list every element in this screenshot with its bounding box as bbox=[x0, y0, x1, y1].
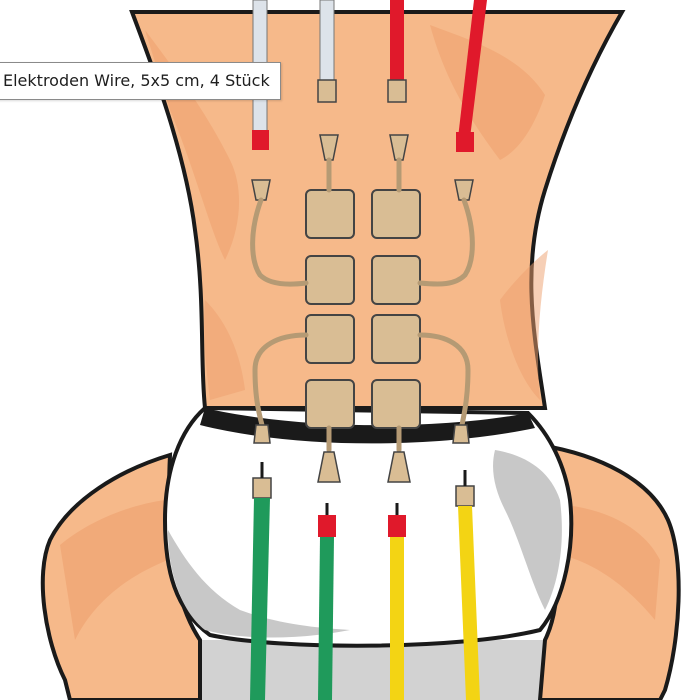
plug-bottom-2 bbox=[318, 515, 336, 537]
wire-bottom-4 bbox=[458, 506, 480, 700]
plug-bottom-3 bbox=[388, 515, 406, 537]
torso-shade-lower-left bbox=[204, 300, 245, 400]
seat bbox=[178, 640, 550, 700]
electrodes bbox=[305, 189, 421, 429]
right-thigh-shade bbox=[562, 505, 660, 620]
underwear-shade-left bbox=[168, 530, 350, 638]
plug-top-3 bbox=[387, 79, 407, 103]
torso-shade-right bbox=[430, 25, 545, 160]
wire-bottom-3 bbox=[390, 537, 404, 700]
waistband bbox=[200, 408, 535, 444]
electrode-pad-2 bbox=[371, 189, 421, 239]
electrode-pad-5 bbox=[305, 314, 355, 364]
plug-top-4 bbox=[456, 132, 474, 152]
electrode-pad-6 bbox=[371, 314, 421, 364]
wire-bottom-1 bbox=[250, 498, 270, 700]
electrode-pad-7 bbox=[305, 379, 355, 429]
electrode-pad-1 bbox=[305, 189, 355, 239]
underwear-shade-right bbox=[493, 450, 562, 610]
wire-top-3 bbox=[390, 0, 404, 80]
electrode-pad-8 bbox=[371, 379, 421, 429]
plug-top-1 bbox=[252, 130, 269, 150]
bottom-wires bbox=[250, 462, 480, 700]
wire-top-2 bbox=[319, 0, 335, 81]
wire-top-4 bbox=[458, 0, 487, 138]
plug-bottom-1 bbox=[252, 477, 272, 499]
electrode-pad-3 bbox=[305, 255, 355, 305]
wire-bottom-2 bbox=[318, 537, 334, 700]
torso-shade-lower-right bbox=[500, 250, 548, 400]
connectors-upper bbox=[251, 134, 474, 201]
left-thigh-shade bbox=[60, 500, 168, 640]
plug-bottom-4 bbox=[455, 485, 475, 507]
lead-wires bbox=[250, 157, 475, 453]
electrode-pad-4 bbox=[371, 255, 421, 305]
product-tooltip: Elektroden Wire, 5x5 cm, 4 Stück bbox=[0, 62, 281, 100]
connectors-lower bbox=[253, 424, 470, 483]
plug-top-2 bbox=[317, 79, 337, 103]
